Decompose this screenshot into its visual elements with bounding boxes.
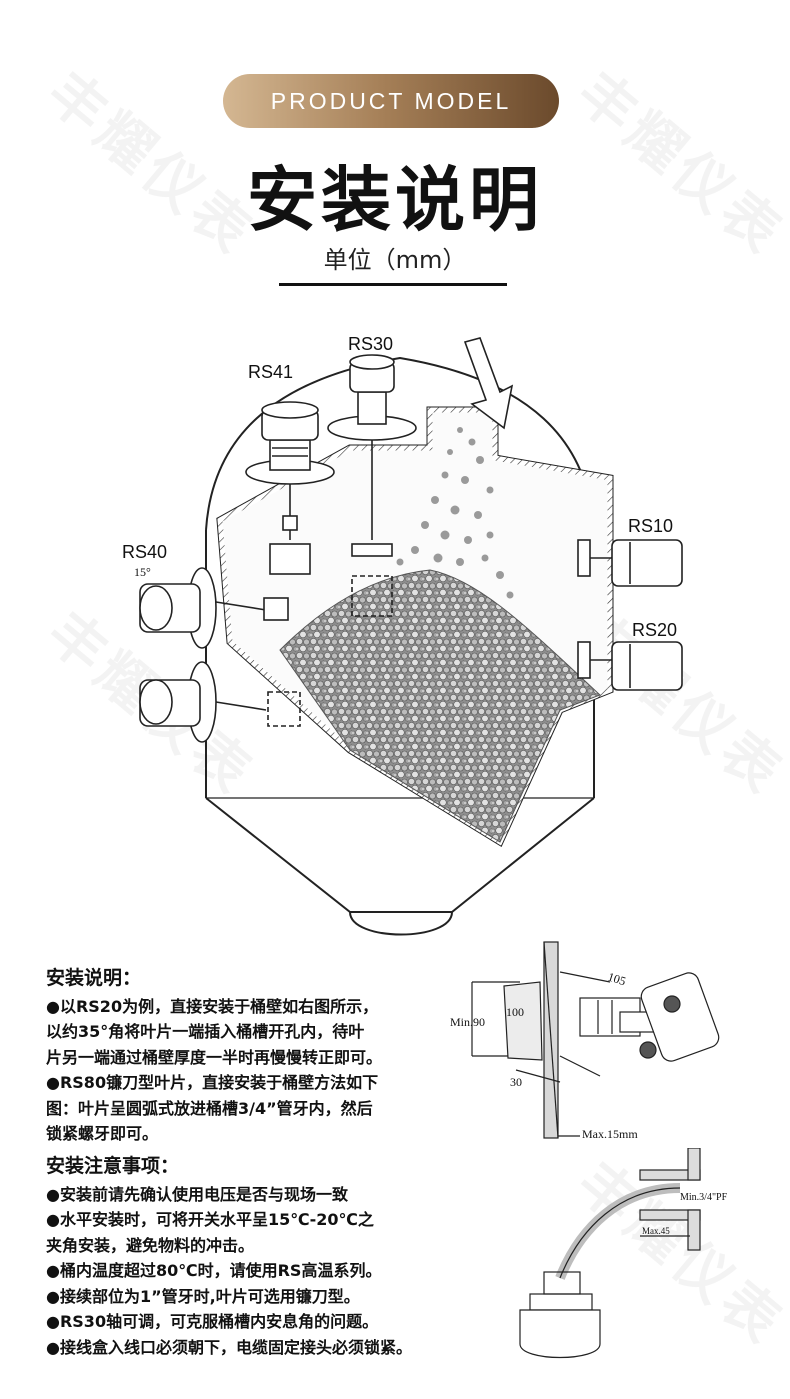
label-min34: Min.3/4"PF: [680, 1192, 728, 1203]
precaution-line: ●安装前请先确认使用电压是否与现场一致: [46, 1184, 348, 1204]
bulk-material: [279, 569, 601, 843]
label-rs20: RS20: [632, 620, 677, 640]
unit-label: 单位（mm）: [323, 246, 467, 274]
precaution-line: ●RS30轴可调，可克服桶槽内安息角的问题。: [46, 1312, 379, 1331]
label-d30: 30: [510, 1075, 522, 1089]
label-max45: Max.45: [642, 1226, 670, 1236]
install-notes-heading: 安装说明：: [46, 967, 142, 989]
product-model-badge: PRODUCT MODEL: [223, 74, 559, 128]
rs41-sensor: [245, 401, 335, 575]
title-underline: [279, 283, 507, 286]
precaution-line: ●水平安装时，可将开关水平呈15℃-20℃之: [46, 1210, 374, 1229]
label-rs10: RS10: [628, 516, 673, 536]
rs80-sickle-blade-diagram: Min.3/4"PF Max.45: [519, 1148, 728, 1358]
rs30-sensor: [327, 354, 417, 617]
install-note-line: 锁紧螺牙即可。: [46, 1124, 159, 1143]
precaution-line: ●桶内温度超过80℃时，请使用RS高温系列。: [46, 1261, 382, 1280]
label-rs30: RS30: [348, 334, 393, 354]
install-note-line: 以约35°角将叶片一端插入桶槽开孔内，待叶: [46, 1022, 365, 1041]
rs40-sensor: [139, 567, 301, 743]
install-notes: 安装说明： ●以RS20为例，直接安装于桶壁如右图所示， 以约35°角将叶片一端…: [46, 966, 446, 1147]
precaution-line: 夹角安装，避免物料的冲击。: [46, 1235, 255, 1255]
rs20-dimension-diagram: 105 100 Min.90 30 Max.15mm: [450, 941, 720, 1141]
label-min90: Min.90: [450, 1015, 485, 1029]
silo-installation-diagram: RS41 RS30 RS40 15° RS10 R: [122, 334, 683, 936]
precautions: 安装注意事项： ●安装前请先确认使用电压是否与现场一致 ●水平安装时，可将开关水…: [46, 1154, 446, 1360]
falling-particles: [396, 427, 514, 599]
install-note-line: ●以RS20为例，直接安装于桶壁如右图所示，: [46, 996, 379, 1016]
precaution-line: ●接线盒入线口必须朝下，电缆固定接头必须锁紧。: [46, 1337, 412, 1357]
rs20-sensor: [577, 641, 683, 691]
label-angle: 15°: [134, 565, 151, 579]
install-note-line: ●RS80镰刀型叶片，直接安装于桶壁方法如下: [46, 1073, 379, 1092]
precaution-line: ●接续部位为1”管牙时,叶片可选用镰刀型。: [46, 1286, 360, 1306]
precautions-heading: 安装注意事项：: [46, 1155, 180, 1177]
label-rs41: RS41: [248, 362, 293, 382]
rs10-sensor: [577, 539, 683, 587]
install-note-line: 片另一端通过桶壁厚度一半时再慢慢转正即可。: [46, 1047, 383, 1067]
label-d100: 100: [506, 1005, 524, 1019]
inflow-arrow-icon: [463, 337, 514, 430]
page-title: 安装说明: [247, 159, 543, 241]
install-note-line: 图：叶片呈圆弧式放进桶槽3/4”管牙内，然后: [46, 1098, 373, 1118]
label-max15: Max.15mm: [582, 1127, 638, 1141]
label-rs40: RS40: [122, 542, 167, 562]
label-d105: 105: [606, 969, 627, 988]
